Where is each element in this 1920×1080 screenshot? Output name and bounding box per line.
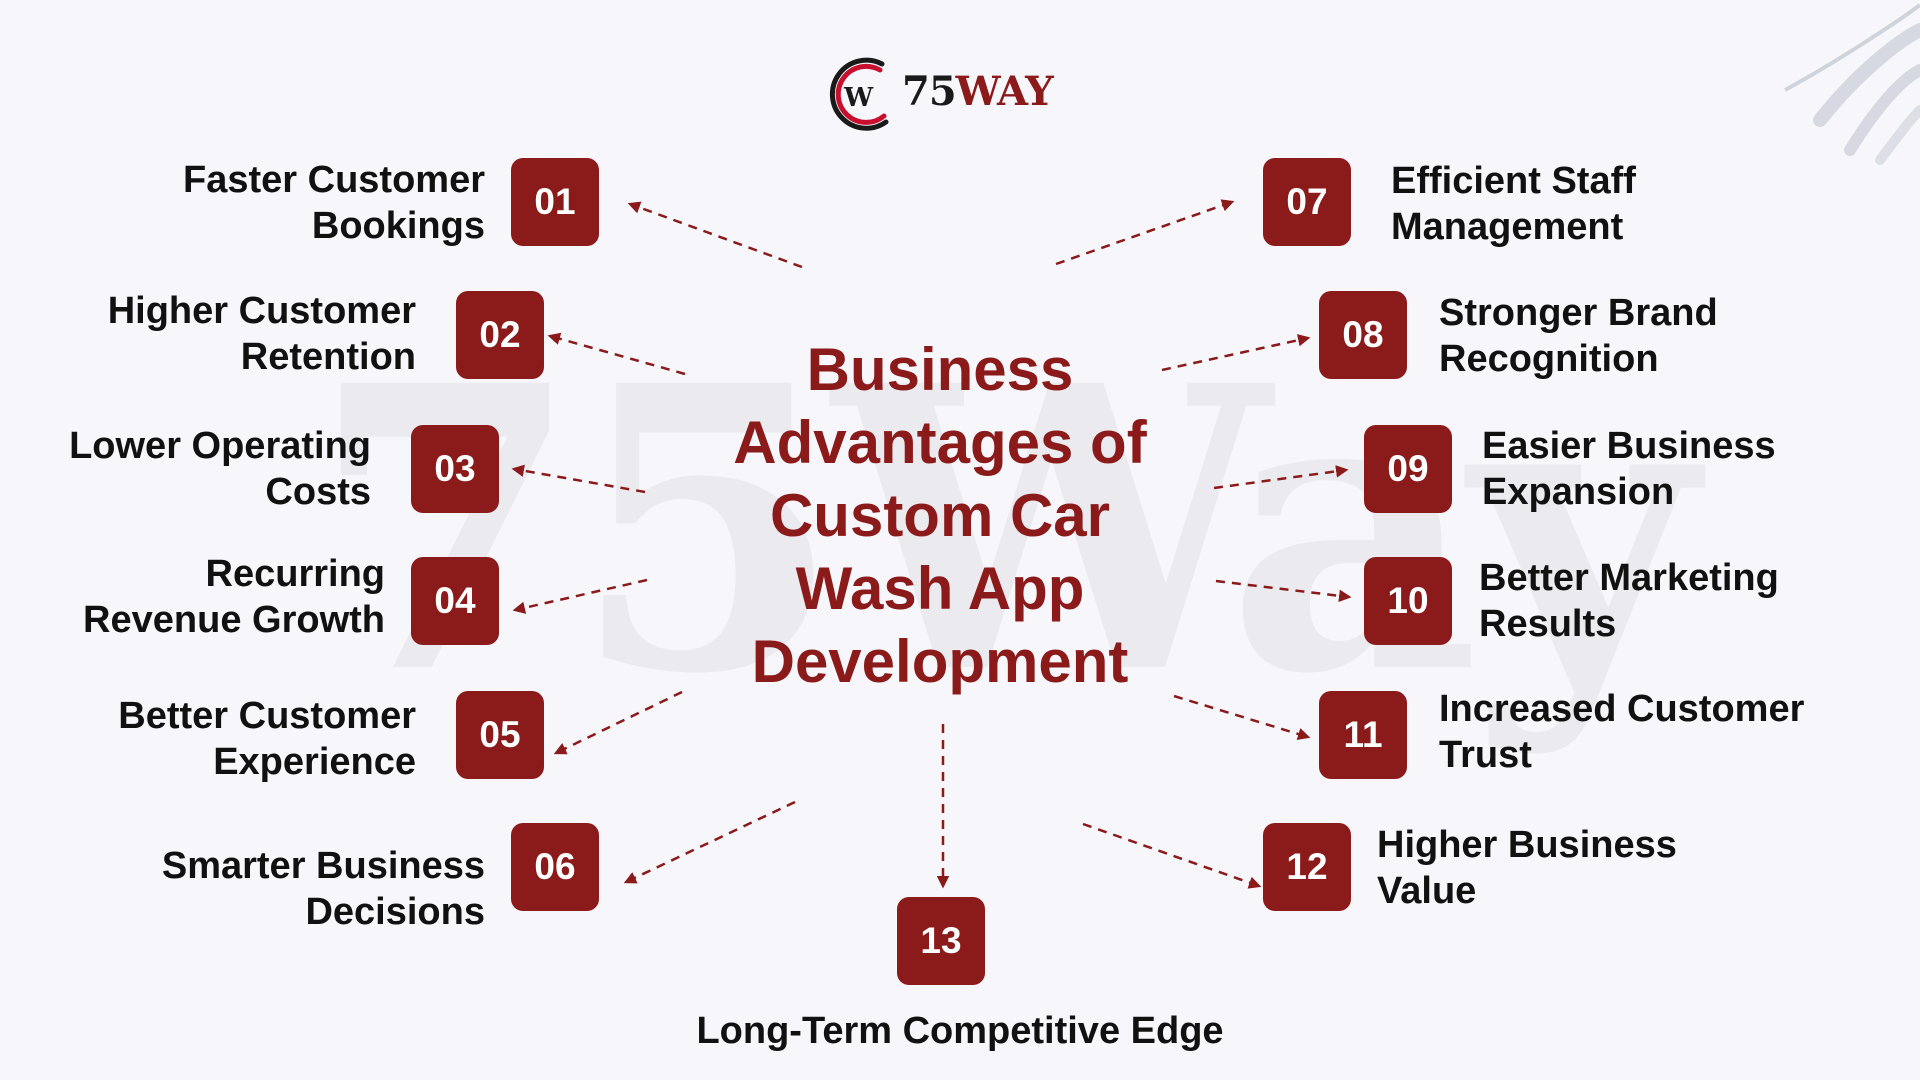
badge-13: 13	[897, 897, 985, 985]
arrow-06	[623, 800, 796, 884]
advantage-label-11: Increased Customer Trust	[1439, 688, 1805, 776]
badge-11: 11	[1319, 691, 1407, 779]
badge-06: 06	[511, 823, 599, 911]
badge-03: 03	[411, 425, 499, 513]
badge-10: 10	[1364, 557, 1452, 645]
advantage-label-09: Easier Business Expansion	[1482, 425, 1776, 513]
advantage-label-07: Efficient Staff Management	[1391, 160, 1636, 248]
logo-emblem-icon: W	[829, 57, 889, 131]
arrow-01	[627, 201, 803, 269]
badge-01: 01	[511, 158, 599, 246]
badge-08: 08	[1319, 291, 1407, 379]
badge-07: 07	[1263, 158, 1351, 246]
brand-logo: W 75WAY	[826, 52, 1066, 136]
badge-09: 09	[1364, 425, 1452, 513]
advantage-label-02: Higher Customer Retention	[107, 290, 416, 378]
advantage-label-06: Smarter Business Decisions	[161, 845, 485, 933]
svg-text:W: W	[843, 83, 874, 113]
arrow-12	[1082, 822, 1262, 889]
advantage-label-03: Lower Operating Costs	[69, 425, 371, 513]
advantage-label-10: Better Marketing Results	[1479, 557, 1779, 645]
advantage-label-08: Stronger Brand Recognition	[1439, 292, 1718, 380]
brand-name: 75WAY	[902, 68, 1054, 116]
advantage-label-04: Recurring Revenue Growth	[83, 553, 385, 641]
badge-12: 12	[1263, 823, 1351, 911]
brand-prefix: 75	[902, 68, 957, 115]
arrow-07	[1055, 199, 1235, 266]
page-title: Business Advantages of Custom Car Wash A…	[733, 336, 1147, 695]
watermark: 75Way	[310, 301, 1696, 759]
advantage-label-05: Better Customer Experience	[118, 695, 416, 783]
advantage-label-13: Long-Term Competitive Edge	[696, 1010, 1224, 1052]
advantage-label-01: Faster Customer Bookings	[183, 159, 485, 247]
brand-suffix: WAY	[955, 68, 1054, 115]
badge-05: 05	[456, 691, 544, 779]
badge-04: 04	[411, 557, 499, 645]
advantage-label-12: Higher Business Value	[1377, 824, 1677, 912]
badge-02: 02	[456, 291, 544, 379]
decorative-scribble-icon	[1784, 3, 1920, 165]
